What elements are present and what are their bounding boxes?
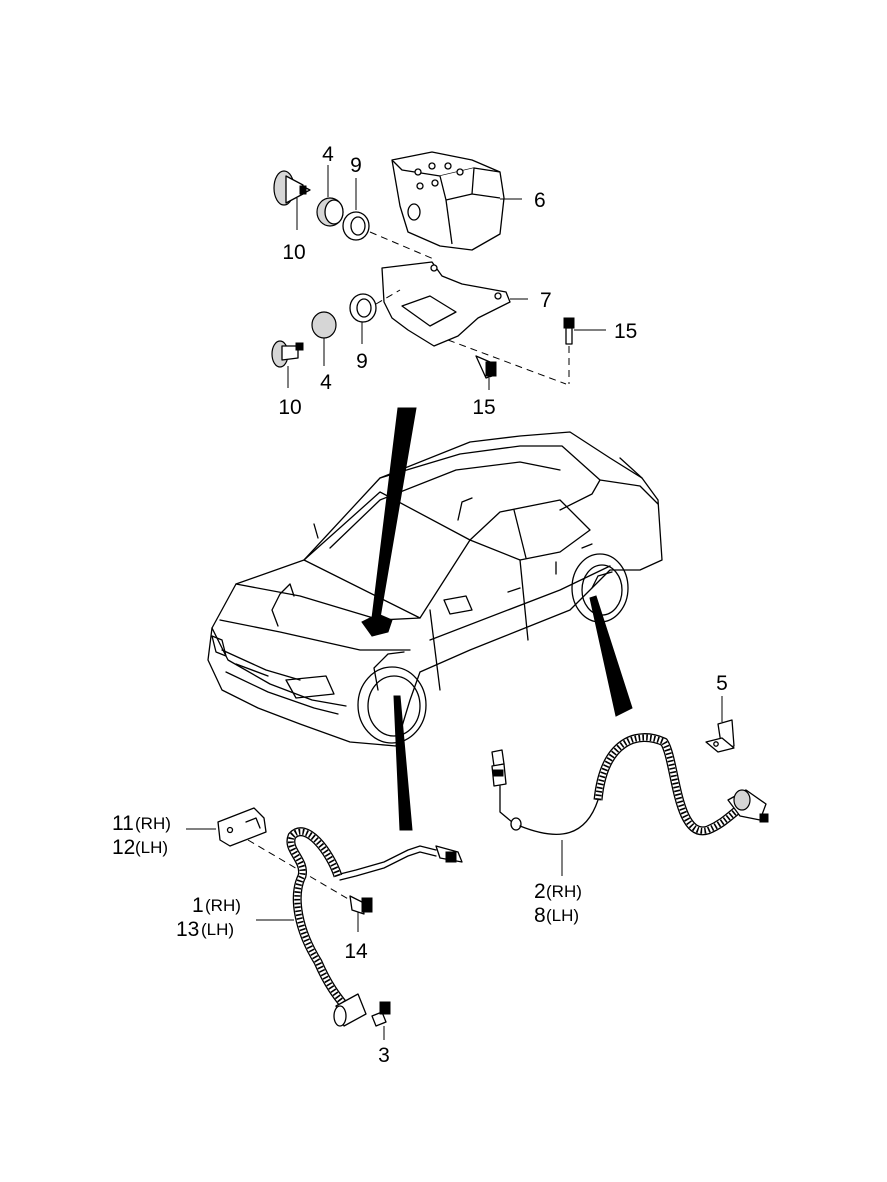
- label-item-12: 12: [112, 836, 135, 859]
- pointer-wedge-top: [371, 407, 417, 619]
- screw-right: [563, 317, 606, 384]
- label-item-2: 2: [534, 880, 546, 903]
- bolt-upper: [273, 170, 311, 230]
- label-item-4-upper: 4: [322, 143, 334, 166]
- pointer-wedge-front: [393, 695, 413, 831]
- label-item-10-lower: 10: [278, 396, 301, 419]
- screw-lower: [447, 339, 567, 390]
- pointer-wedge-rear: [589, 595, 633, 717]
- bolt-lower: [271, 340, 304, 388]
- label-item-10-upper: 10: [282, 241, 305, 264]
- sensor-bracket: [705, 696, 735, 753]
- label-item-15-lower: 15: [472, 396, 495, 419]
- label-item-1: 1: [192, 894, 204, 917]
- label-item-13: 13: [176, 918, 199, 941]
- label-item-8: 8: [534, 904, 546, 927]
- label-item-6: 6: [534, 189, 546, 212]
- label-item-3: 3: [378, 1044, 390, 1067]
- label-item-8-side: (LH): [546, 906, 579, 925]
- sensor-cover: [186, 807, 351, 901]
- front-wheel-speed-sensor: [256, 827, 463, 1027]
- label-item-14: 14: [344, 940, 368, 963]
- car-outline: [207, 431, 663, 747]
- collar-lower: [311, 311, 337, 366]
- grommet-lower: [349, 289, 401, 344]
- collar-upper: [316, 165, 344, 227]
- label-item-4-lower: 4: [320, 371, 332, 394]
- mounting-bracket: [381, 261, 528, 347]
- label-item-2-side: (RH): [546, 882, 582, 901]
- screw-3: [371, 1001, 391, 1040]
- hydraulic-unit: [391, 151, 522, 251]
- label-item-1-side: (RH): [205, 896, 241, 915]
- label-item-12-side: (LH): [135, 838, 168, 857]
- label-item-13-side: (LH): [201, 920, 234, 939]
- label-item-11: 11: [112, 812, 134, 835]
- label-item-9-lower: 9: [356, 350, 368, 373]
- label-item-9-upper: 9: [350, 154, 362, 177]
- label-item-5: 5: [716, 672, 728, 695]
- label-item-15-right: 15: [614, 320, 637, 343]
- label-item-11-side: (RH): [135, 814, 171, 833]
- label-item-7: 7: [540, 289, 552, 312]
- rear-wheel-speed-sensor: [491, 733, 769, 876]
- screw-14: [349, 895, 373, 932]
- grommet-upper: [342, 178, 370, 241]
